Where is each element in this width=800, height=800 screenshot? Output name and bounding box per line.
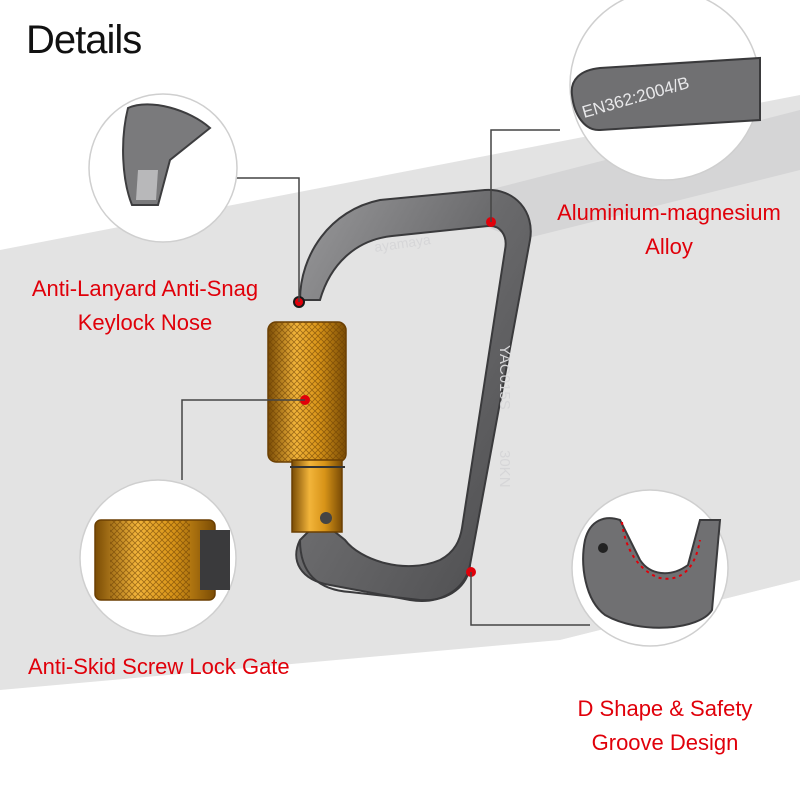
gate-callout-line <box>181 399 305 480</box>
rating-engraving: 30KN <box>496 450 513 488</box>
label-alloy-line2: Alloy <box>645 234 693 259</box>
label-screw-lock-gate: Anti-Skid Screw Lock Gate <box>28 650 328 684</box>
label-keylock-nose-line2: Keylock Nose <box>77 310 213 335</box>
detail-circle-nose <box>88 93 238 243</box>
nose-callout-line <box>228 177 300 302</box>
detail-circle-alloy: EN362:2004/B <box>569 0 761 181</box>
detail-circle-groove <box>571 489 729 647</box>
label-alloy-line1: Aluminium-magnesium <box>557 200 781 225</box>
alloy-callout-line <box>490 129 560 222</box>
label-screw-lock-gate-line1: Anti-Skid Screw Lock Gate <box>28 654 290 679</box>
model-engraving: YAC015S <box>496 345 513 410</box>
carabiner-body <box>293 188 532 602</box>
label-safety-groove: D Shape & Safety Groove Design <box>540 692 790 760</box>
label-alloy: Aluminium-magnesium Alloy <box>540 196 798 264</box>
label-safety-groove-line1: D Shape & Safety <box>577 696 753 721</box>
detail-circle-gate <box>79 479 237 637</box>
label-keylock-nose: Anti-Lanyard Anti-Snag Keylock Nose <box>0 272 290 340</box>
label-safety-groove-line2: Groove Design <box>591 730 739 755</box>
page-title: Details <box>26 18 142 62</box>
brand-engraving: ayamaya <box>373 231 432 255</box>
label-keylock-nose-line1: Anti-Lanyard Anti-Snag <box>31 276 259 301</box>
groove-callout-line <box>470 572 590 626</box>
screw-lock-sleeve <box>267 321 347 533</box>
